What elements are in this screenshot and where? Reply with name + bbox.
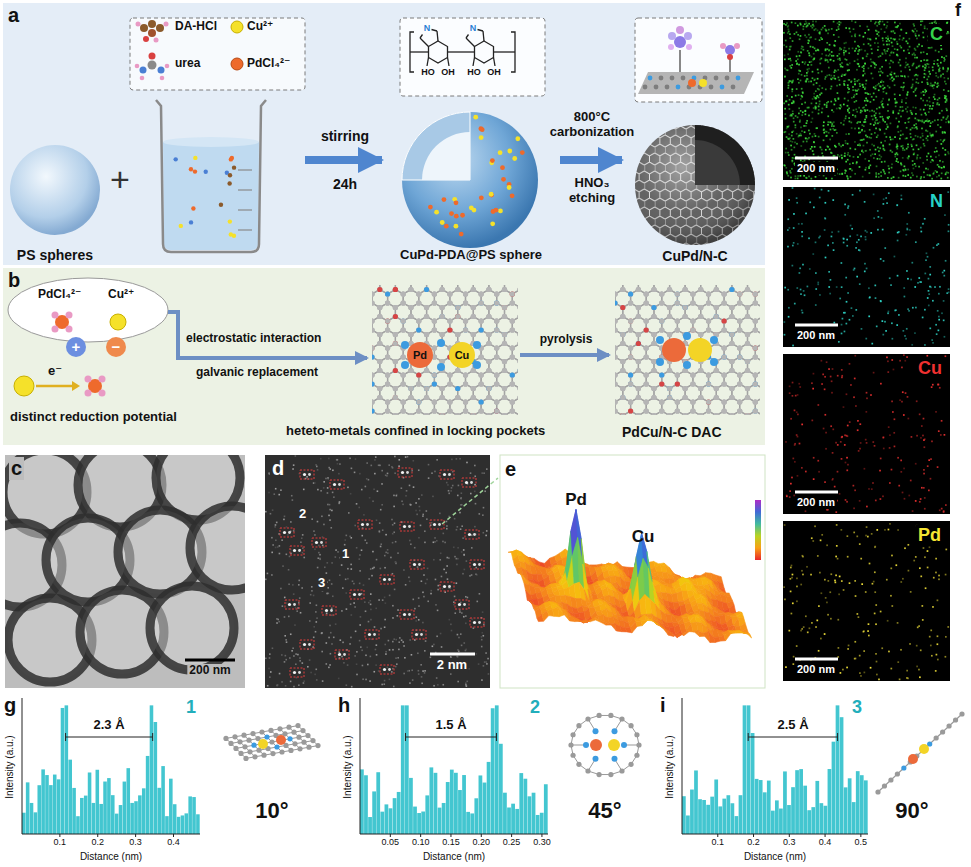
figure: aPS spheresDA-HClCu²⁺ureaPdCl₄²⁻CuPd-PDA… bbox=[0, 0, 971, 867]
